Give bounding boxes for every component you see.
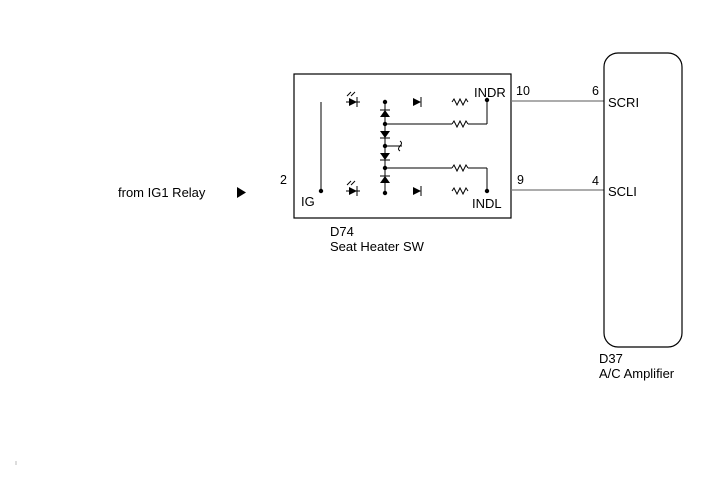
amp-terminal-scri: SCRI bbox=[608, 95, 639, 110]
resistor-icon bbox=[451, 163, 469, 173]
ac-amplifier-box bbox=[603, 52, 683, 348]
amplifier-code: D37 bbox=[599, 351, 623, 366]
switch-pin-ig: 2 bbox=[280, 173, 287, 187]
switch-name: Seat Heater SW bbox=[330, 239, 425, 254]
switch-terminal-ig: IG bbox=[301, 194, 315, 209]
ig-internal-line bbox=[318, 102, 324, 194]
led-icon bbox=[346, 180, 360, 196]
diode-icon bbox=[380, 131, 390, 139]
source-label: from IG1 Relay bbox=[118, 185, 206, 200]
switch-terminal-indl: INDL bbox=[472, 196, 502, 211]
amp-pin-scri: 6 bbox=[592, 84, 599, 98]
switch-pin-indl: 9 bbox=[517, 173, 524, 187]
amp-terminal-scli: SCLI bbox=[608, 184, 637, 199]
seat-heater-switch-box bbox=[293, 73, 512, 219]
diode-icon bbox=[380, 109, 390, 117]
resistor-icon bbox=[451, 97, 469, 107]
led-icon bbox=[346, 91, 360, 107]
diode-icon bbox=[413, 97, 422, 107]
arrow-icon bbox=[237, 187, 246, 198]
resistor-icon bbox=[451, 119, 469, 129]
diode-icon bbox=[380, 153, 390, 161]
resistor-icon bbox=[451, 186, 469, 196]
amplifier-name: A/C Amplifier bbox=[599, 366, 675, 381]
diode-icon bbox=[413, 186, 422, 196]
diode-icon bbox=[380, 175, 390, 183]
switch-pin-indr: 10 bbox=[516, 84, 530, 98]
switch-terminal-indr: INDR bbox=[474, 85, 506, 100]
switch-code: D74 bbox=[330, 224, 354, 239]
switch-internal-circuit bbox=[346, 91, 490, 196]
amp-pin-scli: 4 bbox=[592, 174, 599, 188]
